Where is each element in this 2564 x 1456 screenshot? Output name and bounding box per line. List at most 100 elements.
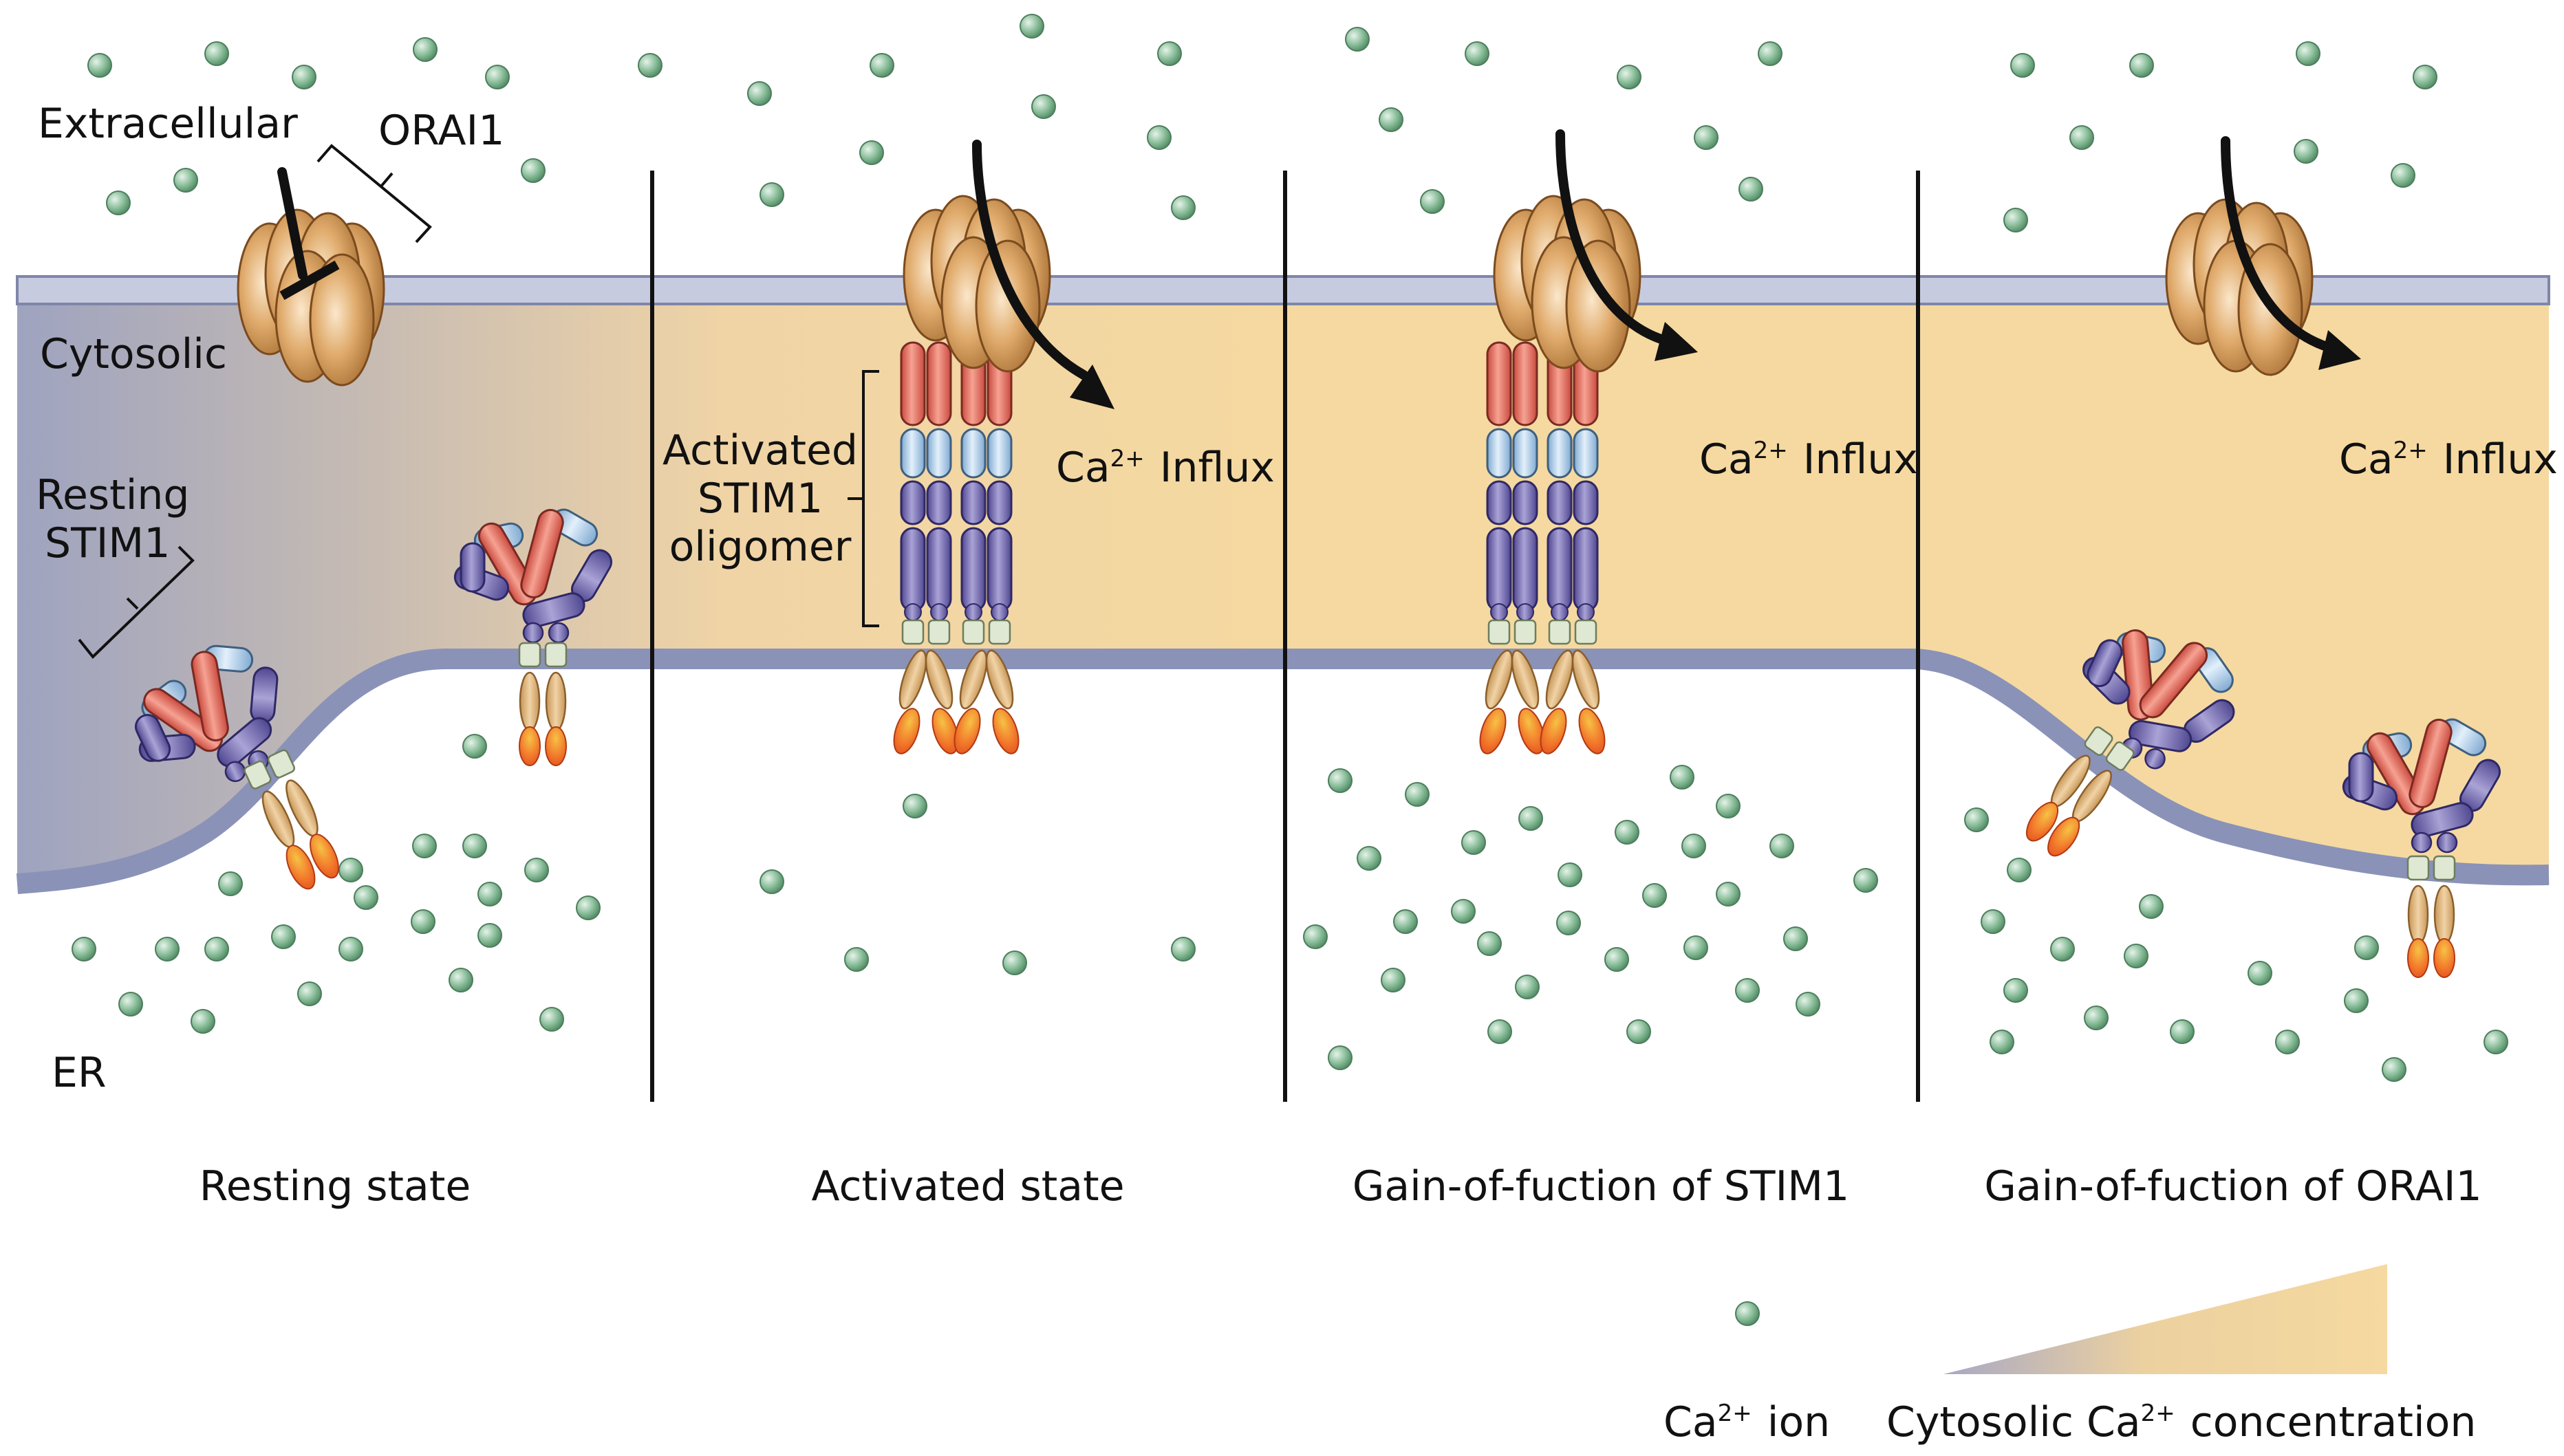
resting-stim1-label-line2: STIM1	[45, 519, 170, 567]
extracellular-label: Extracellular	[38, 100, 298, 148]
ca-ion-icon	[1393, 909, 1418, 934]
ca-ion-icon	[1617, 65, 1641, 89]
influx-arrow-icon	[972, 140, 1088, 380]
orai1-gate-bar	[279, 260, 340, 301]
er-label: ER	[52, 1049, 107, 1097]
cytosolic-label: Cytosolic	[40, 330, 227, 378]
ca-ion-icon	[638, 53, 662, 78]
ca-ion-icon	[173, 168, 198, 193]
resting-stim1-legs	[2025, 726, 2135, 857]
ca-ion-icon	[1735, 978, 1760, 1003]
concentration-legend-label: Cytosolic Ca2+concentration	[1886, 1398, 2476, 1446]
ca-ion-icon	[2248, 961, 2272, 986]
influx-arrowhead-icon	[1655, 322, 1698, 361]
ca-ion-icon	[1716, 794, 1741, 818]
ca-ion-legend-label: Ca2+ion	[1663, 1398, 1830, 1446]
ca-ion-icon	[1328, 768, 1353, 793]
ca-ion-icon	[1964, 807, 1989, 832]
ca-ion-icon	[2010, 53, 2035, 78]
er-membrane	[16, 649, 2550, 894]
ca-ion-icon	[1626, 1019, 1651, 1044]
ca-ion-icon	[1461, 830, 1486, 855]
ca-ion-icon	[2344, 988, 2369, 1013]
ca-ion-icon	[477, 882, 502, 906]
ca-ion-icon	[859, 140, 884, 165]
ca-ion-icon	[2413, 65, 2437, 89]
ca-ion-icon	[1171, 937, 1196, 961]
ca-ion-icon	[1171, 195, 1196, 220]
ca-ion-icon	[1147, 125, 1172, 150]
ca-ion-icon	[1556, 911, 1581, 935]
ca-ion-icon	[1853, 868, 1878, 893]
ca-ion-icon	[539, 1007, 564, 1032]
ca-ion-icon	[2069, 125, 2094, 150]
ca-ion-icon	[72, 937, 96, 961]
influx-label: Ca2+Influx	[1699, 435, 1918, 483]
ca-ion-icon	[576, 895, 601, 920]
ca-ion-icon	[106, 191, 131, 215]
ca-ion-icon	[462, 834, 487, 858]
resting-stim1-legs	[2406, 855, 2456, 978]
ca-ion-icon	[477, 923, 502, 948]
ca-ion-icon	[1515, 975, 1540, 999]
activated-label-line1: Activated	[662, 426, 858, 475]
activated-label-line2: STIM1	[698, 475, 823, 523]
ca-ion-icon	[1615, 820, 1639, 845]
ca-ion-icon	[1420, 189, 1445, 214]
ca-ion-icon	[2003, 208, 2028, 232]
ca-ion-icon	[338, 858, 363, 882]
ca-ion-icon	[1558, 862, 1582, 887]
ca-ion-icon	[412, 834, 437, 858]
ca-ion-icon	[1379, 107, 1403, 132]
ca-ion-icon	[118, 992, 143, 1017]
ca-ion-icon	[449, 968, 473, 992]
ca-ion-icon	[844, 947, 869, 972]
svg-text:Ca2+Influx: Ca2+Influx	[1699, 435, 1918, 483]
ca-ion-icon	[292, 65, 316, 89]
ca-ion-icon	[2139, 894, 2164, 919]
resting-stim1-label-line1: Resting	[36, 471, 189, 519]
ca-ion-icon	[1345, 27, 1370, 52]
influx-arrow-icon	[2221, 136, 2334, 352]
resting-stim1-legs	[518, 642, 568, 766]
ca-ion-icon	[1694, 125, 1719, 150]
ca-ion-icon	[2382, 1057, 2406, 1082]
ca-ion-icon	[204, 41, 229, 66]
ca-ion-icon	[1328, 1045, 1353, 1070]
svg-text:Ca2+Influx: Ca2+Influx	[2339, 435, 2558, 483]
ca-ion-icon	[2294, 139, 2318, 164]
ca-ion-icon	[1681, 834, 1706, 858]
ca-ion-icon	[2391, 163, 2415, 188]
ca-ion-icon	[759, 182, 784, 207]
ca-ion-icon	[2129, 53, 2154, 78]
ca-ion-icon	[524, 858, 549, 882]
ca-ion-icon	[521, 158, 546, 183]
orai1-label: ORAI1	[378, 107, 504, 155]
panel-title-gof-orai1: Gain-of-fuction of ORAI1	[1984, 1162, 2481, 1210]
ca-ion-icon	[1990, 1030, 2014, 1054]
ca-ion-icon	[2484, 1030, 2508, 1054]
influx-arrow-icon	[1555, 129, 1670, 345]
ca-ion-field	[72, 14, 2508, 1082]
ca-ion-icon	[2170, 1019, 2195, 1044]
ca-ion-icon	[1683, 935, 1708, 960]
ca-ion-icon	[2275, 1030, 2300, 1054]
activated-label-line3: oligomer	[669, 523, 852, 571]
ca-ion-icon	[759, 869, 784, 894]
ca-ion-icon	[903, 794, 927, 818]
ca-ion-icon	[870, 53, 894, 78]
ca-ion-icon	[191, 1009, 215, 1034]
svg-text:Ca2+Influx: Ca2+Influx	[1056, 444, 1275, 492]
ca-ion-icon	[2296, 41, 2320, 66]
ca-ion-icon	[1031, 94, 1056, 119]
svg-text:Ca2+ion: Ca2+ion	[1663, 1398, 1830, 1446]
panel-title-activated: Activated state	[811, 1162, 1124, 1210]
orai1-bracket	[316, 144, 432, 243]
ca-ion-icon	[1487, 1019, 1512, 1044]
ca-ion-icon	[1381, 968, 1405, 992]
concentration-gradient-wedge	[1943, 1264, 2387, 1374]
ca-ion-icon	[1796, 992, 1820, 1017]
ca-ion-icon	[204, 937, 229, 961]
ca-ion-icon	[2050, 937, 2075, 961]
